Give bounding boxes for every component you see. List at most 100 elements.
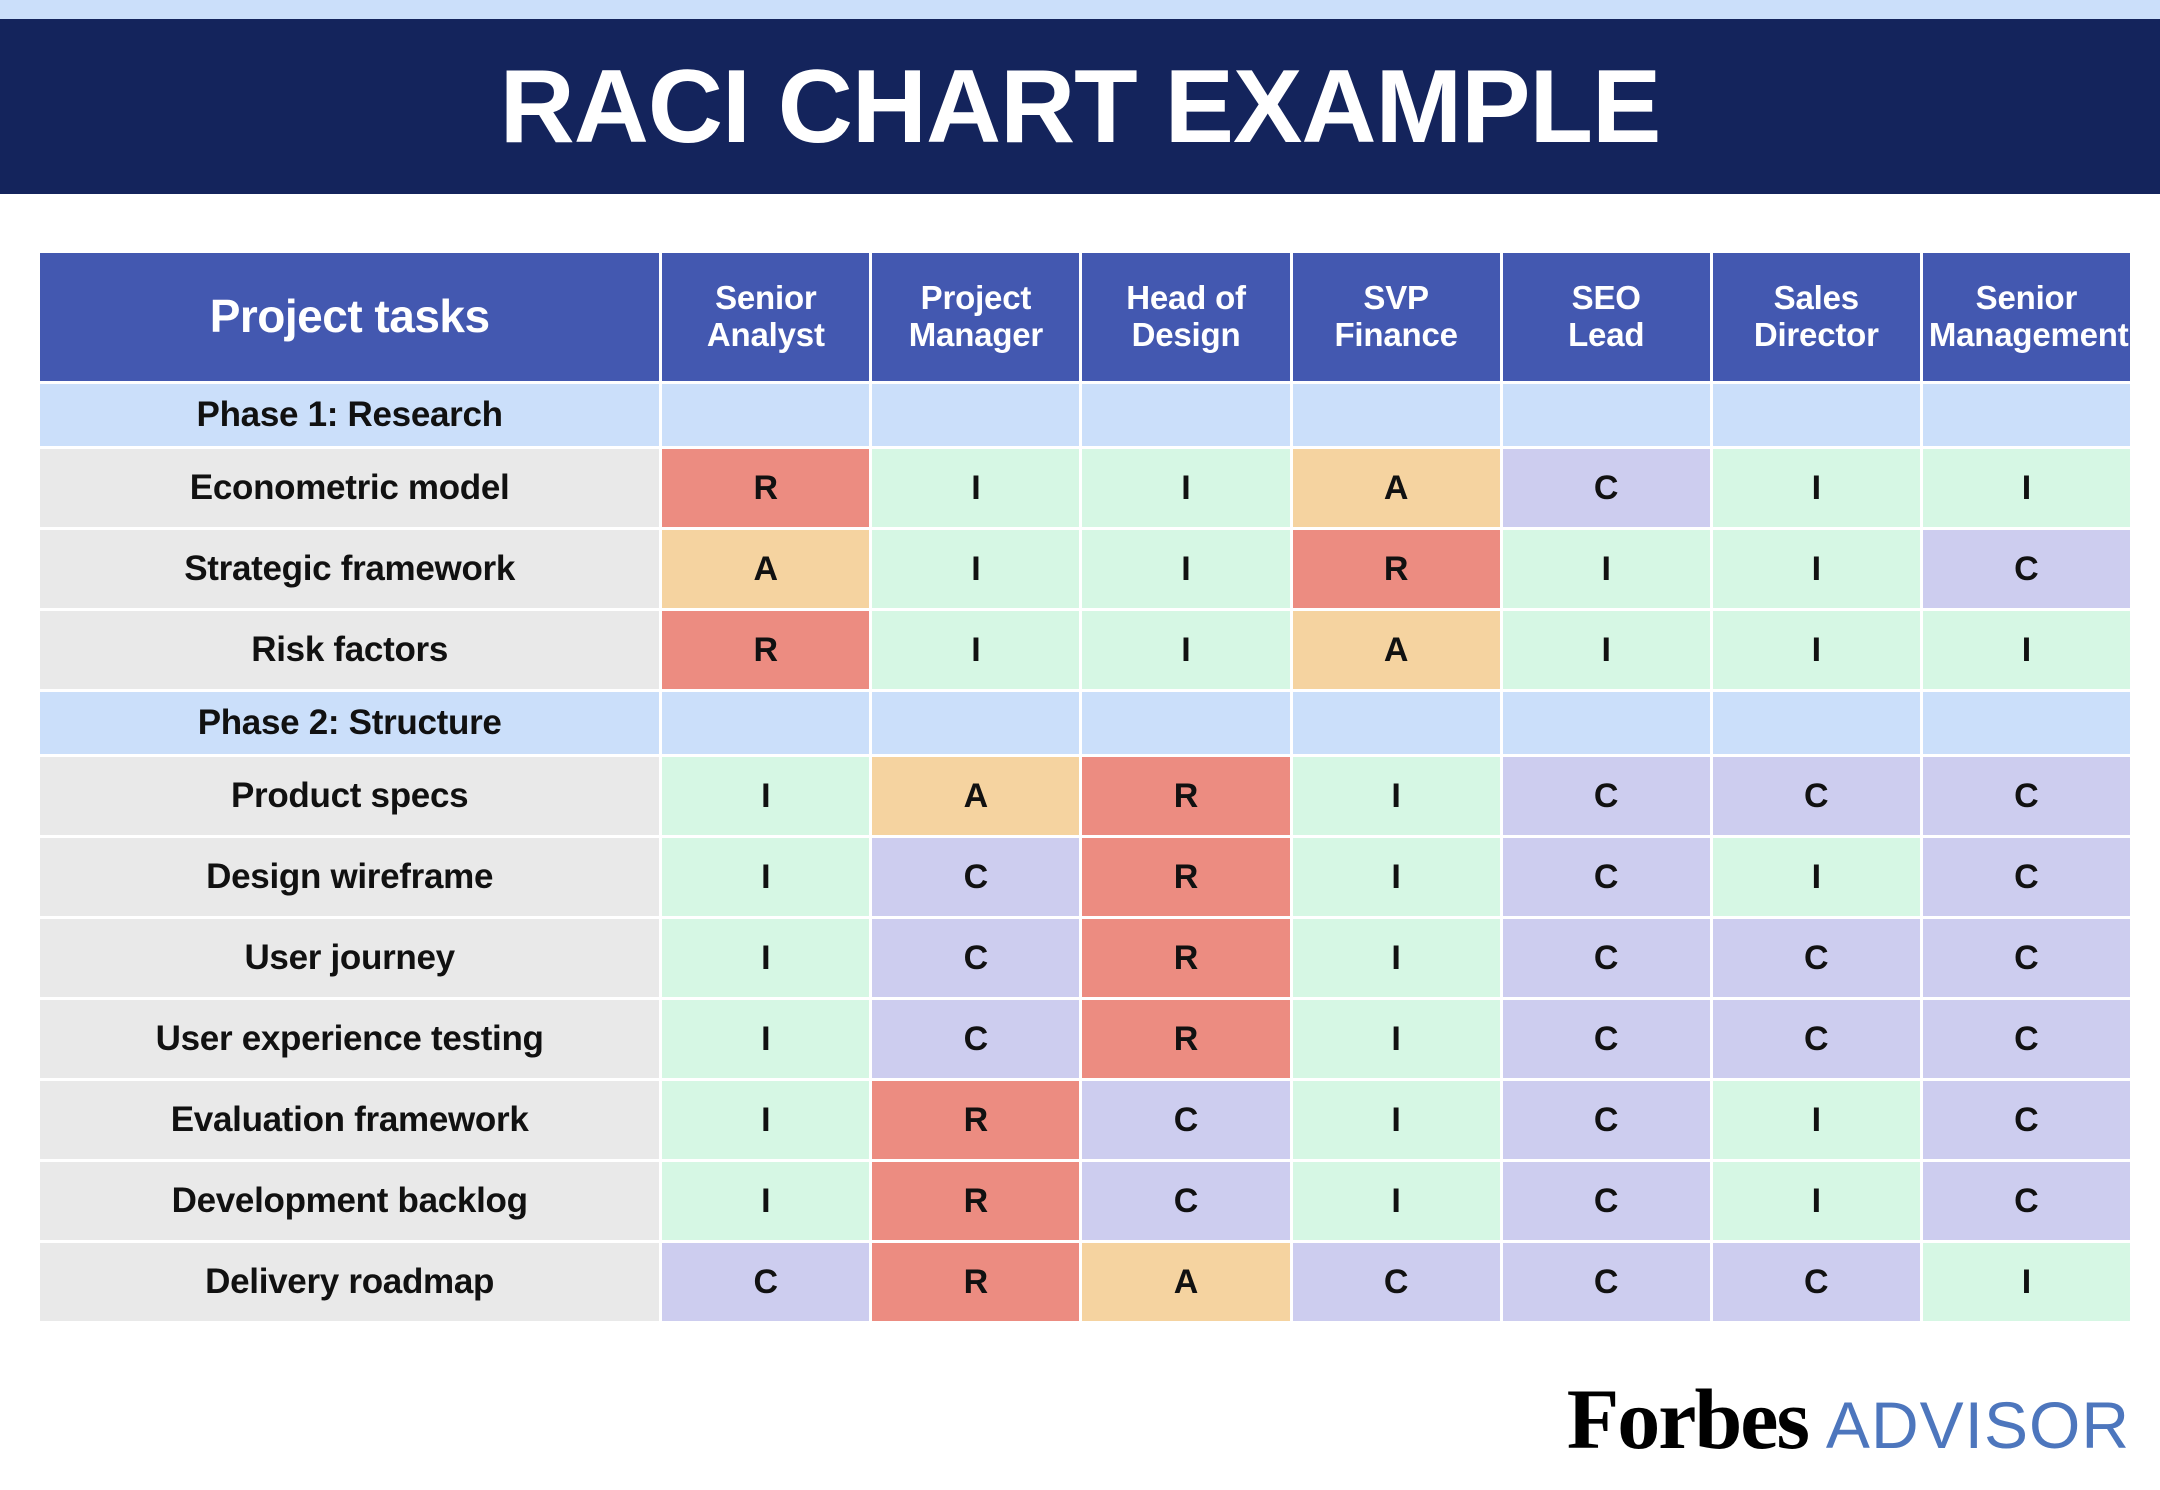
raci-cell: C [1082,1081,1290,1159]
role-header-line1: Senior [715,279,817,317]
raci-cell: I [1712,530,1920,608]
raci-cell: I [1922,1243,2130,1321]
raci-cell: I [1082,449,1290,527]
raci-cell: C [1922,1000,2130,1078]
task-label: Econometric model [40,449,660,527]
raci-cell: I [1292,757,1500,835]
raci-cell: R [872,1162,1080,1240]
raci-cell: I [1292,1000,1500,1078]
column-header-project-tasks: Project tasks [40,253,660,381]
raci-cell: I [1502,611,1710,689]
raci-cell: R [1082,757,1290,835]
raci-cell: C [1502,838,1710,916]
raci-cell: R [872,1081,1080,1159]
raci-cell: C [1502,1081,1710,1159]
raci-cell: C [872,1000,1080,1078]
raci-cell: R [662,449,870,527]
raci-cell [662,384,870,446]
raci-cell: C [1712,1243,1920,1321]
role-header-line2: Director [1753,316,1879,353]
raci-cell: C [1082,1162,1290,1240]
role-header-line1: Sales [1773,279,1859,317]
raci-cell: I [1712,1162,1920,1240]
raci-cell: R [1292,530,1500,608]
raci-cell [662,692,870,754]
page-title: RACI CHART EXAMPLE [499,48,1662,165]
raci-cell: I [1922,611,2130,689]
raci-cell [1712,384,1920,446]
raci-cell: C [1922,919,2130,997]
raci-cell [1712,692,1920,754]
raci-cell: C [1292,1243,1500,1321]
task-label: Product specs [40,757,660,835]
task-label: Evaluation framework [40,1081,660,1159]
raci-cell [1082,692,1290,754]
raci-cell: I [1502,530,1710,608]
role-header-line1: SVP [1363,279,1429,317]
raci-cell: A [1082,1243,1290,1321]
raci-cell [1292,692,1500,754]
raci-cell: C [1502,449,1710,527]
raci-cell: I [662,1081,870,1159]
role-header-line2: Design [1131,316,1241,353]
raci-cell: I [662,757,870,835]
raci-cell: C [1712,757,1920,835]
raci-cell: C [1922,838,2130,916]
raci-cell: I [1292,919,1500,997]
raci-cell: I [662,1162,870,1240]
raci-cell: C [662,1243,870,1321]
task-label: Strategic framework [40,530,660,608]
raci-cell: C [1922,530,2130,608]
raci-cell: C [1922,1081,2130,1159]
raci-cell: I [1292,1081,1500,1159]
raci-cell [1502,384,1710,446]
raci-cell: R [872,1243,1080,1321]
raci-cell: C [1502,1000,1710,1078]
raci-cell: I [662,838,870,916]
role-header-line2: Management [1928,316,2129,353]
phase-header-row: Phase 2: Structure [40,692,2130,754]
role-header-line1: SEO [1571,279,1641,317]
task-label: Risk factors [40,611,660,689]
phase-header-row: Phase 1: Research [40,384,2130,446]
raci-cell: I [1082,530,1290,608]
raci-cell: I [1712,838,1920,916]
raci-cell [1922,384,2130,446]
raci-cell: C [1502,757,1710,835]
raci-cell [872,384,1080,446]
role-header-line1: Head of [1126,279,1246,317]
raci-cell [1922,692,2130,754]
task-label: Delivery roadmap [40,1243,660,1321]
raci-cell: A [1292,611,1500,689]
raci-cell: C [1502,1243,1710,1321]
task-label: User experience testing [40,1000,660,1078]
raci-cell: R [1082,838,1290,916]
raci-cell: I [1922,449,2130,527]
role-header-line2: Manager [908,316,1044,353]
raci-cell [1502,692,1710,754]
raci-cell: I [1292,838,1500,916]
role-header-line1: Senior [1975,279,2078,317]
task-label: Design wireframe [40,838,660,916]
raci-cell: C [1712,919,1920,997]
task-label: User journey [40,919,660,997]
raci-cell: I [872,611,1080,689]
raci-cell: I [662,1000,870,1078]
role-header-line1: Project [920,279,1032,317]
